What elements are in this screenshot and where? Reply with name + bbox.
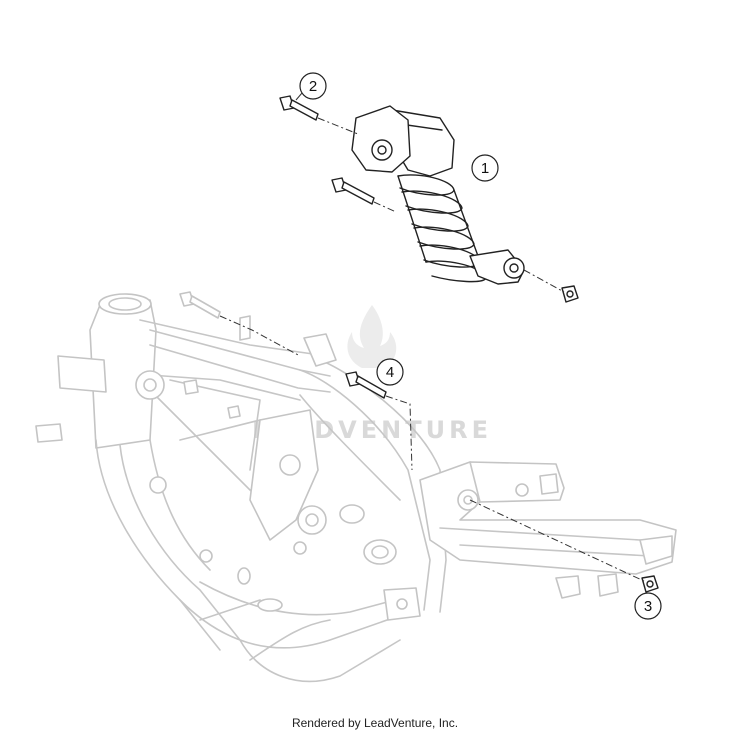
callout-4: 4 <box>376 358 404 386</box>
callout-2-label: 2 <box>309 78 317 95</box>
shock-spring <box>397 174 487 283</box>
lower-shock-bolt <box>331 177 375 205</box>
callout-1-label: 1 <box>481 160 489 177</box>
callout-3: 3 <box>634 592 662 620</box>
steering-head-top <box>98 293 152 315</box>
render-credit: Rendered by LeadVenture, Inc. <box>291 716 459 730</box>
callout-4-label: 4 <box>386 364 394 381</box>
shock-top-mount <box>351 105 411 173</box>
swingarm-nut <box>641 575 659 593</box>
shock-nut-upper <box>561 285 579 303</box>
head-bracket <box>57 355 107 393</box>
engine-mount-bracket <box>249 409 319 541</box>
leader-lines <box>219 117 647 583</box>
callout-2: 2 <box>295 72 327 101</box>
callout-1: 1 <box>471 154 499 182</box>
frame-mount-bolt <box>179 291 221 319</box>
swingarm-pivot-boss <box>363 539 397 565</box>
swingarm-bolt <box>345 371 387 399</box>
frame-assembly <box>35 293 677 683</box>
upper-shock-bolt <box>279 95 319 121</box>
callout-3-label: 3 <box>644 598 652 615</box>
watermark-flame-icon <box>347 305 397 368</box>
rear-shock-absorber <box>351 105 525 285</box>
